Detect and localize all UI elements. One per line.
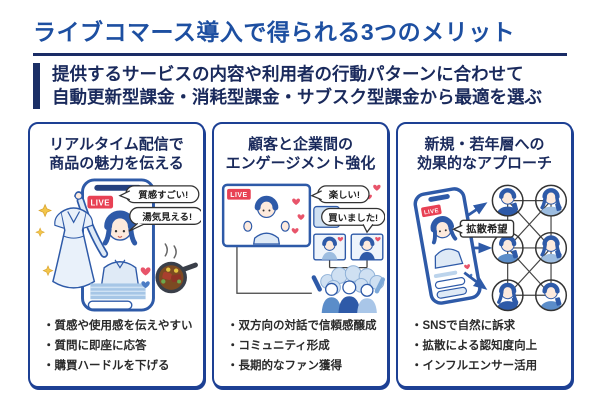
viewer-thumbnail bbox=[350, 233, 383, 261]
page-title-underline: ライブコマース導入で得られる3つのメリット bbox=[33, 13, 567, 56]
svg-text:湯気見える!: 湯気見える! bbox=[142, 211, 192, 222]
card-realtime-streaming: リアルタイム配信で 商品の魅力を伝える bbox=[28, 122, 205, 388]
sns-user-avatar bbox=[534, 279, 567, 312]
viewer-thumbnail bbox=[312, 233, 346, 261]
bullet-item: ・拡散による認知度向上 bbox=[411, 340, 538, 352]
page-title: ライブコマース導入で得られる3つのメリット bbox=[33, 19, 516, 45]
card1-bullet-list: ・質感や使用感を伝えやすい ・質問に即座に応答 ・購買ハードルを下げる bbox=[43, 316, 193, 376]
card1-title: リアルタイム配信で 商品の魅力を伝える bbox=[49, 136, 184, 172]
phone-notch bbox=[427, 194, 450, 202]
subtitle-line-1: 提供するサービスの内容や利用者の行動パターンに合わせて bbox=[52, 64, 524, 84]
bullet-item: ・長期的なファン獲得 bbox=[227, 360, 342, 372]
viewer-comment-bubble: 質感すごい! bbox=[117, 185, 199, 204]
dress-illustration bbox=[51, 191, 95, 289]
card2-title: 顧客と企業間の エンゲージメント強化 bbox=[225, 136, 376, 172]
sns-user-avatar bbox=[491, 231, 524, 264]
comment-bar bbox=[87, 300, 132, 310]
sns-user-avatar bbox=[491, 279, 524, 312]
share-request-label: 拡散希望 bbox=[451, 219, 514, 238]
heart-icon bbox=[140, 281, 150, 289]
viewer-comment-bubble: 湯気見える! bbox=[127, 206, 201, 232]
heart-icon bbox=[140, 267, 151, 276]
svg-text:LIVE: LIVE bbox=[90, 199, 109, 208]
card2-bullet-list: ・双方向の対話で信頼感醸成 ・コミュニティ形成 ・長期的なファン獲得 bbox=[227, 316, 377, 376]
viewer-comment-bubble: 楽しい! bbox=[309, 185, 370, 204]
svg-text:質感すごい!: 質感すごい! bbox=[138, 189, 188, 200]
bullet-item: ・購買ハードルを下げる bbox=[43, 360, 170, 372]
svg-text:LIVE: LIVE bbox=[423, 208, 439, 217]
presenter-woman bbox=[99, 210, 139, 289]
smartphone: LIVE bbox=[413, 187, 482, 305]
bullet-item: ・インフルエンサー活用 bbox=[411, 360, 538, 372]
live-badge: LIVE bbox=[420, 204, 442, 218]
sns-user-avatar bbox=[491, 184, 524, 217]
bullet-item: ・コミュニティ形成 bbox=[227, 340, 330, 352]
viewer-comment-bubble: 買いました! bbox=[320, 207, 385, 234]
card-new-audience: 新規・若年層への 効果的なアプローチ bbox=[396, 122, 573, 388]
realtime-illustration: LIVE bbox=[34, 178, 201, 312]
card-engagement: 顧客と企業間の エンゲージメント強化 bbox=[212, 122, 389, 388]
sns-network-illustration: LIVE 拡散希望 bbox=[413, 184, 567, 312]
bullet-item: ・質感や使用感を伝えやすい bbox=[43, 320, 193, 332]
subtitle-line-2: 自動更新型課金・消耗型課金・サブスク型課金から最適を選ぶ bbox=[52, 87, 542, 107]
card3-title: 新規・若年層への 効果的なアプローチ bbox=[416, 136, 552, 172]
bullet-item: ・SNSで自然に訴求 bbox=[411, 320, 516, 332]
heart-icon bbox=[372, 184, 381, 191]
svg-text:楽しい!: 楽しい! bbox=[328, 189, 359, 200]
frying-pan-icon bbox=[154, 243, 198, 294]
live-stream-screen bbox=[221, 183, 311, 248]
svg-text:買いました!: 買いました! bbox=[327, 212, 378, 223]
share-arrows bbox=[462, 202, 492, 290]
bullet-item: ・質問に即座に応答 bbox=[43, 340, 147, 352]
crowd-illustration bbox=[311, 265, 385, 313]
live-badge: LIVE bbox=[226, 188, 251, 200]
bullet-item: ・双方向の対話で信頼感醸成 bbox=[227, 320, 377, 332]
svg-text:LIVE: LIVE bbox=[230, 192, 247, 199]
sns-user-avatar bbox=[534, 231, 567, 264]
card3-bullet-list: ・SNSで自然に訴求 ・拡散による認知度向上 ・インフルエンサー活用 bbox=[411, 316, 537, 376]
svg-text:拡散希望: 拡散希望 bbox=[466, 223, 507, 236]
engagement-illustration: LIVE 楽しい! 買いました! bbox=[221, 183, 385, 313]
page-subtitle: 提供するサービスの内容や利用者の行動パターンに合わせて 自動更新型課金・消耗型課… bbox=[33, 63, 542, 109]
live-badge: LIVE bbox=[86, 195, 113, 209]
benefit-cards: リアルタイム配信で 商品の魅力を伝える bbox=[28, 122, 573, 388]
sparkle-icon bbox=[34, 203, 54, 277]
sns-user-avatar bbox=[534, 184, 567, 217]
